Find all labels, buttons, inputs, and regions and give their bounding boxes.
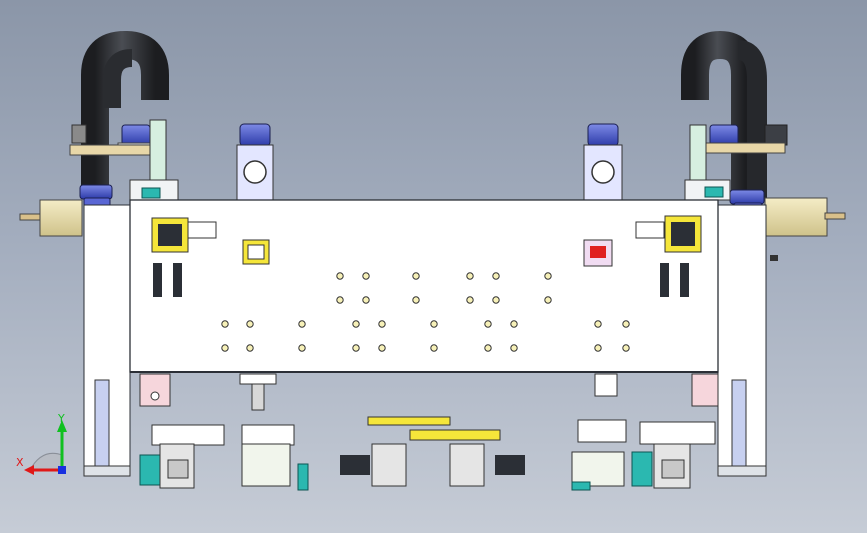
bottom-left-motor-module xyxy=(241,424,309,491)
right-under-bracket xyxy=(691,373,719,407)
bolt-hole xyxy=(544,272,552,280)
bolt-hole xyxy=(298,320,306,328)
right-valve-block xyxy=(635,215,702,253)
coordinate-triad: X Y xyxy=(16,412,67,475)
bolt-hole xyxy=(412,296,420,304)
bolt-hole xyxy=(510,344,518,352)
left-cylinder-post xyxy=(236,123,274,201)
left-sensor-pair xyxy=(153,263,182,297)
right-sensor-pair xyxy=(660,263,689,297)
left-riser-bracket xyxy=(69,119,179,201)
bolt-hole xyxy=(221,344,229,352)
left-center-nozzle xyxy=(239,373,277,411)
main-mounting-plate[interactable] xyxy=(129,199,719,373)
bolt-hole xyxy=(484,344,492,352)
bolt-hole xyxy=(430,320,438,328)
left-under-bracket xyxy=(139,373,171,407)
bolt-hole xyxy=(466,296,474,304)
bottom-right-gripper xyxy=(631,421,716,489)
left-side-column xyxy=(83,204,131,477)
left-side-motor xyxy=(19,199,83,237)
bolt-hole xyxy=(352,344,360,352)
left-valve-block xyxy=(151,217,217,253)
plate-bolt-holes xyxy=(221,272,630,352)
bolt-hole xyxy=(544,296,552,304)
bolt-hole xyxy=(622,344,630,352)
bottom-right-motor-module xyxy=(571,419,627,491)
bolt-hole xyxy=(594,344,602,352)
bolt-hole xyxy=(466,272,474,280)
bolt-hole xyxy=(246,344,254,352)
triad-y-label: Y xyxy=(57,412,65,425)
bottom-center-gantry xyxy=(340,416,525,487)
right-regulator xyxy=(583,239,613,267)
bolt-hole xyxy=(336,296,344,304)
bolt-hole xyxy=(378,344,386,352)
bolt-hole xyxy=(362,296,370,304)
right-vacuum-hose xyxy=(681,30,767,200)
bolt-hole xyxy=(594,320,602,328)
bolt-hole xyxy=(492,296,500,304)
right-side-motor xyxy=(764,197,846,261)
triad-x-label: X xyxy=(16,456,24,469)
right-center-nozzle xyxy=(594,373,618,397)
bolt-hole xyxy=(221,320,229,328)
bolt-hole xyxy=(378,320,386,328)
bolt-hole xyxy=(492,272,500,280)
bolt-hole xyxy=(336,272,344,280)
left-regulator xyxy=(242,239,270,265)
right-riser-bracket xyxy=(684,124,731,201)
bolt-hole xyxy=(622,320,630,328)
bolt-hole xyxy=(298,344,306,352)
bolt-hole xyxy=(246,320,254,328)
bolt-hole xyxy=(362,272,370,280)
bottom-left-gripper xyxy=(139,424,225,489)
bolt-hole xyxy=(510,320,518,328)
bolt-hole xyxy=(484,320,492,328)
left-vacuum-hose xyxy=(81,30,169,195)
bolt-hole xyxy=(412,272,420,280)
right-side-column xyxy=(717,204,767,477)
right-cylinder-post xyxy=(583,123,623,201)
bolt-hole xyxy=(430,344,438,352)
bolt-hole xyxy=(352,320,360,328)
